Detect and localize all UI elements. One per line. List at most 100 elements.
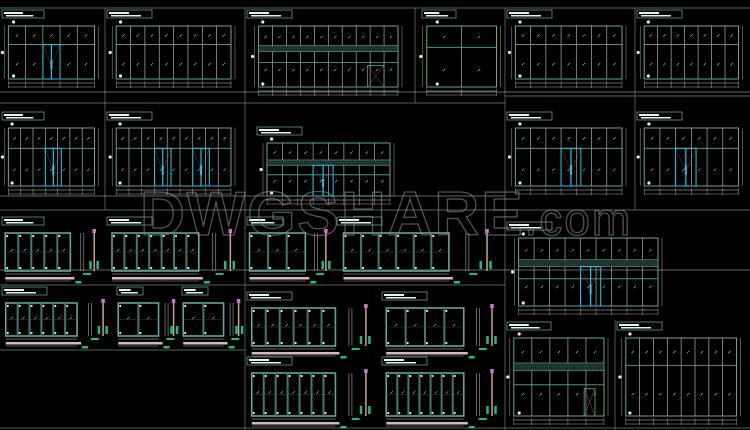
elevation-sheet-C5[interactable] <box>506 221 663 315</box>
annotation-marker-icon <box>518 181 522 185</box>
annotation-marker-icon <box>261 20 265 24</box>
title-block <box>506 221 553 231</box>
dimension-line <box>5 338 99 349</box>
title-block <box>336 216 383 226</box>
sliding-door-elevation <box>342 232 450 272</box>
annotation-marker-icon <box>518 74 522 78</box>
glass-facade <box>115 127 232 187</box>
elevation-sheet-D4[interactable] <box>246 291 371 359</box>
annotation-marker-icon <box>628 411 632 415</box>
annotation-marker-icon <box>510 270 515 274</box>
glass-facade <box>426 25 497 88</box>
annotation-marker-icon <box>507 50 511 55</box>
elevation-sheet-C4[interactable] <box>336 216 492 284</box>
annotation-marker-icon <box>419 54 423 59</box>
elevation-sheet-B4[interactable] <box>506 111 627 195</box>
annotation-marker-icon <box>435 20 439 24</box>
title-block <box>246 291 293 301</box>
elevation-sheet-E2[interactable] <box>381 356 497 429</box>
elevation-sheet-D2[interactable] <box>116 286 179 349</box>
dimension-line <box>249 273 325 284</box>
elevation-sheet-A3[interactable] <box>246 9 403 96</box>
glass-facade <box>513 337 605 417</box>
section-profile <box>348 304 371 346</box>
annotation-marker-icon <box>518 20 522 24</box>
annotation-marker-icon <box>251 54 255 59</box>
elevation-sheet-B3[interactable] <box>256 126 395 205</box>
glass-door <box>192 147 210 187</box>
title-block <box>106 111 153 121</box>
glass-facade <box>266 142 391 197</box>
sliding-door-elevation <box>385 307 465 347</box>
sliding-door-elevation <box>250 307 337 347</box>
elevation-sheet-B1[interactable] <box>0 111 99 195</box>
elevation-sheet-D3[interactable] <box>181 286 244 349</box>
elevation-sheet-C2[interactable] <box>106 216 236 284</box>
dimension-line <box>422 26 501 96</box>
elevation-sheet-C3[interactable] <box>246 216 331 284</box>
annotation-marker-icon <box>647 122 651 126</box>
elevation-sheet-B5[interactable] <box>636 111 743 195</box>
title-block <box>636 111 683 121</box>
elevation-sheet-A6[interactable] <box>636 9 743 88</box>
glass-door <box>44 147 62 187</box>
elevation-sheet-A5[interactable] <box>506 9 627 88</box>
annotation-marker-icon <box>270 137 274 141</box>
annotation-marker-icon <box>636 155 640 159</box>
title-block <box>116 286 144 296</box>
elevation-sheet-A1[interactable] <box>0 9 99 88</box>
dimension-line <box>386 348 487 359</box>
elevation-sheet-E4[interactable] <box>616 321 741 425</box>
annotation-marker-icon <box>118 74 123 78</box>
elevation-sheet-B2[interactable] <box>106 111 236 195</box>
sliding-door-elevation <box>248 232 307 272</box>
annotation-marker-icon <box>10 181 14 185</box>
annotation-marker-icon <box>517 411 521 415</box>
glass-facade <box>643 127 740 187</box>
elevation-sheet-E3[interactable] <box>506 321 609 425</box>
title-block <box>181 286 209 296</box>
annotation-marker-icon <box>118 181 122 185</box>
title-block <box>106 216 153 226</box>
dimension-line <box>112 273 224 284</box>
annotation-marker-icon <box>646 20 650 24</box>
title-block <box>1 216 45 226</box>
section-profile <box>476 304 497 346</box>
glass-door <box>580 266 602 307</box>
dimension-line <box>343 273 478 284</box>
title-block <box>246 216 284 226</box>
section-profile <box>212 229 236 271</box>
section-profile <box>88 299 108 336</box>
annotation-marker-icon <box>108 155 112 159</box>
annotation-marker-icon <box>10 122 14 126</box>
section-profile <box>164 299 179 336</box>
elevation-sheet-A2[interactable] <box>106 9 236 88</box>
elevation-sheet-C1[interactable] <box>1 216 99 284</box>
dimension-line <box>111 128 236 195</box>
glass-door <box>42 44 61 80</box>
annotation-marker-icon <box>636 50 640 55</box>
sliding-door-elevation <box>111 232 200 272</box>
section-profile <box>476 369 497 416</box>
elevation-sheet-D5[interactable] <box>381 291 497 359</box>
elevation-sheet-D1[interactable] <box>1 286 108 349</box>
glass-facade <box>115 25 232 80</box>
annotation-marker-icon <box>108 50 112 55</box>
glass-facade <box>514 25 623 80</box>
annotation-marker-icon <box>521 232 525 236</box>
dimension-line <box>262 143 395 205</box>
dimension-line <box>640 128 743 195</box>
elevation-sheet-E1[interactable] <box>246 356 371 429</box>
glass-door <box>312 164 334 197</box>
annotation-marker-icon <box>0 50 4 55</box>
title-block <box>246 9 293 19</box>
swing-door <box>583 388 596 417</box>
elevation-sheet-A4[interactable] <box>419 9 501 96</box>
glass-door <box>675 147 697 187</box>
title-block <box>381 291 428 301</box>
section-profile <box>314 229 331 271</box>
annotation-marker-icon <box>435 82 439 86</box>
dimension-line <box>111 26 236 88</box>
title-block <box>636 9 683 19</box>
